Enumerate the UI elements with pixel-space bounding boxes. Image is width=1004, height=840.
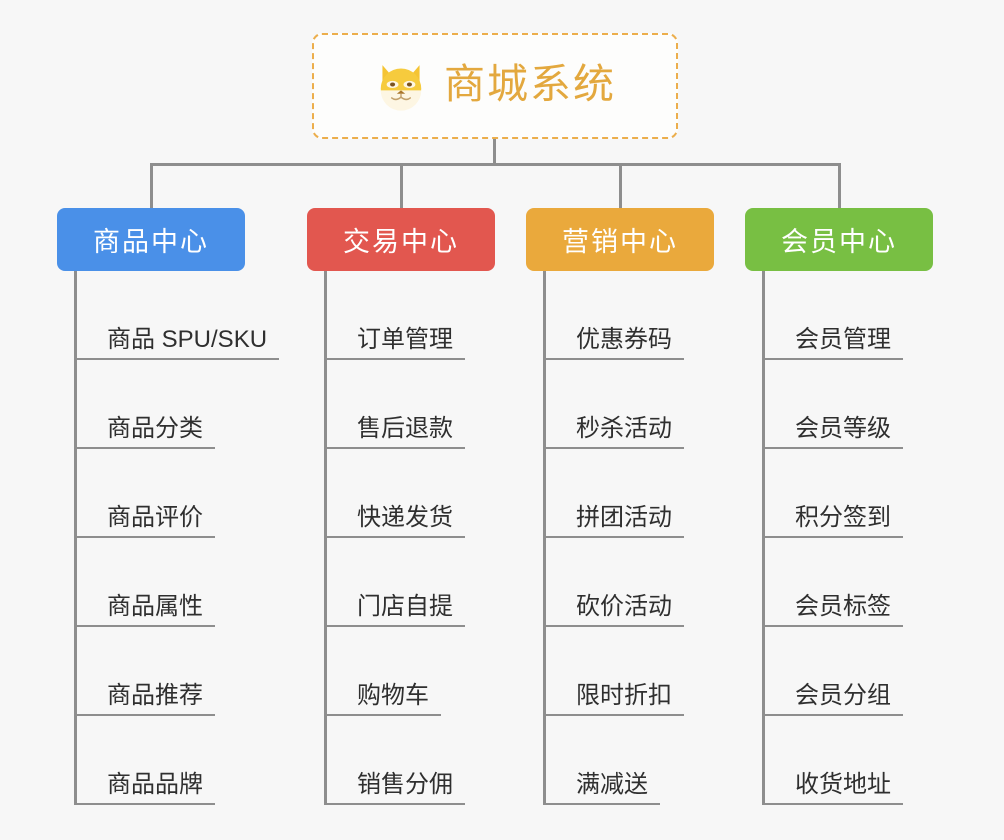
leaf-label: 会员分组 (765, 682, 903, 716)
leaf-item[interactable]: 满减送 (546, 716, 714, 805)
leaf-item[interactable]: 订单管理 (327, 271, 495, 360)
leaf-item[interactable]: 商品 SPU/SKU (77, 271, 280, 360)
connector-drop-4 (838, 163, 841, 208)
leaf-label: 订单管理 (327, 326, 465, 360)
category-label-1: 商品中心 (93, 227, 209, 257)
connector-drop-3 (619, 163, 622, 208)
root-node[interactable]: 商城系统 (312, 33, 678, 139)
shiba-dog-face-icon (380, 65, 422, 111)
leaf-item[interactable]: 收货地址 (765, 716, 933, 805)
leaf-label: 限时折扣 (546, 682, 684, 716)
leaf-item[interactable]: 购物车 (327, 627, 495, 716)
leaf-item[interactable]: 积分签到 (765, 449, 933, 538)
leaf-label: 收货地址 (765, 771, 903, 805)
leaf-label: 商品推荐 (77, 682, 215, 716)
leaf-list-3: 优惠券码 秒杀活动 拼团活动 砍价活动 限时折扣 满减送 (543, 271, 714, 805)
leaf-label: 商品 SPU/SKU (77, 326, 280, 360)
root-title: 商城系统 (444, 60, 616, 107)
leaf-list-4: 会员管理 会员等级 积分签到 会员标签 会员分组 收货地址 (762, 271, 933, 805)
leaf-label: 会员管理 (765, 326, 903, 360)
leaf-item[interactable]: 快递发货 (327, 449, 495, 538)
category-label-2: 交易中心 (343, 227, 459, 257)
leaf-label: 秒杀活动 (546, 415, 684, 449)
leaf-label: 会员等级 (765, 415, 903, 449)
leaf-item[interactable]: 砍价活动 (546, 538, 714, 627)
category-header-2[interactable]: 交易中心 (307, 208, 495, 271)
leaf-label: 快递发货 (327, 504, 465, 538)
leaf-label: 商品评价 (77, 504, 215, 538)
leaf-item[interactable]: 售后退款 (327, 360, 495, 449)
leaf-item[interactable]: 会员等级 (765, 360, 933, 449)
leaf-item[interactable]: 商品评价 (77, 449, 279, 538)
leaf-item[interactable]: 商品属性 (77, 538, 279, 627)
leaf-item[interactable]: 限时折扣 (546, 627, 714, 716)
connector-root-stem (493, 139, 496, 165)
leaf-item[interactable]: 拼团活动 (546, 449, 714, 538)
leaf-label: 满减送 (546, 771, 660, 805)
connector-horizontal-bus (150, 163, 841, 166)
leaf-item[interactable]: 秒杀活动 (546, 360, 714, 449)
leaf-list-2: 订单管理 售后退款 快递发货 门店自提 购物车 销售分佣 (324, 271, 495, 805)
leaf-label: 会员标签 (765, 593, 903, 627)
leaf-label: 销售分佣 (327, 771, 465, 805)
leaf-item[interactable]: 门店自提 (327, 538, 495, 627)
leaf-label: 商品分类 (77, 415, 215, 449)
leaf-item[interactable]: 商品品牌 (77, 716, 279, 805)
category-label-4: 会员中心 (781, 227, 897, 257)
category-label-3: 营销中心 (562, 227, 678, 257)
connector-drop-2 (400, 163, 403, 208)
category-header-3[interactable]: 营销中心 (526, 208, 714, 271)
leaf-label: 购物车 (327, 682, 441, 716)
leaf-item[interactable]: 商品推荐 (77, 627, 279, 716)
leaf-label: 售后退款 (327, 415, 465, 449)
leaf-item[interactable]: 商品分类 (77, 360, 279, 449)
leaf-item[interactable]: 销售分佣 (327, 716, 495, 805)
leaf-item[interactable]: 会员管理 (765, 271, 933, 360)
leaf-label: 商品品牌 (77, 771, 215, 805)
leaf-label: 商品属性 (77, 593, 215, 627)
leaf-label: 门店自提 (327, 593, 465, 627)
leaf-label: 拼团活动 (546, 504, 684, 538)
category-column-3: 营销中心 优惠券码 秒杀活动 拼团活动 砍价活动 限时折扣 满减送 (526, 208, 714, 805)
category-column-2: 交易中心 订单管理 售后退款 快递发货 门店自提 购物车 销售分佣 (307, 208, 495, 805)
category-header-4[interactable]: 会员中心 (745, 208, 933, 271)
category-header-1[interactable]: 商品中心 (57, 208, 245, 271)
connector-drop-1 (150, 163, 153, 208)
leaf-list-1: 商品 SPU/SKU 商品分类 商品评价 商品属性 商品推荐 商品品牌 (74, 271, 280, 805)
leaf-label: 积分签到 (765, 504, 903, 538)
category-column-4: 会员中心 会员管理 会员等级 积分签到 会员标签 会员分组 收货地址 (745, 208, 933, 805)
leaf-label: 砍价活动 (546, 593, 684, 627)
leaf-item[interactable]: 会员分组 (765, 627, 933, 716)
category-column-1: 商品中心 商品 SPU/SKU 商品分类 商品评价 商品属性 商品推荐 商品品牌 (57, 208, 280, 805)
leaf-item[interactable]: 会员标签 (765, 538, 933, 627)
leaf-label: 优惠券码 (546, 326, 684, 360)
leaf-item[interactable]: 优惠券码 (546, 271, 714, 360)
